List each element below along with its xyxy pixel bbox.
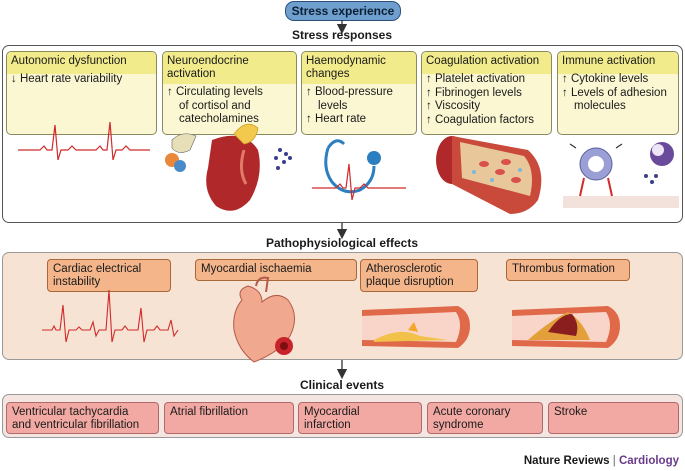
- response-box-autonomic: Autonomic dysfunction ↓ Heart rate varia…: [6, 51, 157, 135]
- section-label-clinical: Clinical events: [299, 378, 385, 392]
- response-line: ↓ Heart rate variability: [11, 73, 123, 85]
- clinical-box-acs: Acute coronary syndrome: [427, 402, 543, 434]
- response-title: Autonomic dysfunction: [11, 55, 127, 67]
- section-label-patho: Pathophysiological effects: [265, 236, 419, 250]
- clinical-box-atrial: Atrial fibrillation: [164, 402, 294, 434]
- response-line: ↑ Circulating levels: [167, 86, 263, 98]
- response-line: ↑ Viscosity: [426, 100, 481, 112]
- section-label-responses: Stress responses: [291, 28, 393, 42]
- response-line: of cortisol and: [179, 99, 251, 112]
- response-title: activation: [167, 68, 216, 80]
- response-box-immune: Immune activation ↑ Cytokine levels ↑ Le…: [557, 51, 679, 135]
- patho-label: instability: [53, 276, 101, 288]
- patho-label: plaque disruption: [366, 276, 454, 288]
- response-title: Immune activation: [562, 55, 656, 67]
- patho-label: Thrombus formation: [512, 263, 615, 275]
- response-line: ↑ Blood-pressure: [306, 86, 393, 98]
- patho-box-electrical: Cardiac electrical instability: [47, 259, 171, 292]
- response-line: levels: [318, 99, 348, 112]
- clinical-label: Acute coronary: [433, 406, 511, 418]
- patho-label: Myocardial ischaemia: [201, 263, 312, 275]
- clinical-label: Stroke: [554, 406, 588, 418]
- response-box-coagulation: Coagulation activation ↑ Platelet activa…: [421, 51, 552, 135]
- clinical-box-infarction: Myocardial infarction: [298, 402, 422, 434]
- response-line: ↑ Heart rate: [306, 113, 367, 125]
- response-line: ↑ Levels of adhesion: [562, 86, 667, 99]
- response-line: ↑ Fibrinogen levels: [426, 86, 522, 99]
- response-line: ↑ Coagulation factors: [426, 113, 535, 126]
- patho-box-ischaemia: Myocardial ischaemia: [195, 259, 357, 281]
- patho-label: Atherosclerotic: [366, 263, 443, 275]
- journal-credit: Nature Reviews | Cardiology: [524, 455, 679, 467]
- clinical-label: Ventricular tachycardia: [12, 406, 129, 418]
- clinical-box-ventricular: Ventricular tachycardia and ventricular …: [6, 402, 159, 434]
- stress-experience-pill: Stress experience: [285, 1, 401, 21]
- credit-separator: |: [612, 455, 616, 467]
- journal-name: Cardiology: [618, 455, 679, 467]
- response-box-haemodynamic: Haemodynamic changes ↑ Blood-pressure le…: [301, 51, 417, 135]
- response-title: changes: [306, 68, 350, 80]
- response-line: ↑ Cytokine levels: [562, 73, 649, 85]
- response-title: Haemodynamic: [306, 55, 386, 67]
- response-line: catecholamines: [179, 113, 259, 125]
- publisher-name: Nature Reviews: [523, 455, 610, 467]
- response-box-neuroendocrine: Neuroendocrine activation ↑ Circulating …: [162, 51, 297, 135]
- clinical-label: infarction: [304, 419, 351, 431]
- clinical-box-stroke: Stroke: [548, 402, 679, 434]
- patho-box-thrombus: Thrombus formation: [506, 259, 630, 281]
- patho-box-plaque: Atherosclerotic plaque disruption: [360, 259, 478, 292]
- response-title: Neuroendocrine: [167, 55, 249, 67]
- response-line: ↑ Platelet activation: [426, 73, 526, 85]
- patho-label: Cardiac electrical: [53, 263, 142, 275]
- clinical-label: and ventricular fibrillation: [12, 419, 140, 431]
- clinical-label: Myocardial: [304, 406, 360, 418]
- clinical-label: syndrome: [433, 419, 484, 431]
- response-title: Coagulation activation: [426, 55, 540, 67]
- response-line: molecules: [574, 100, 626, 112]
- clinical-label: Atrial fibrillation: [170, 406, 248, 418]
